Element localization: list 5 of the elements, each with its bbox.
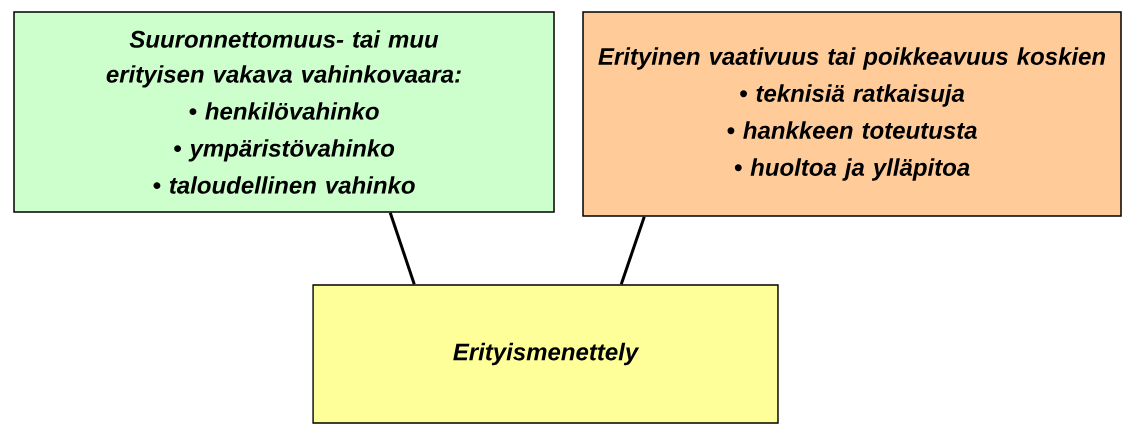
info-box: Suuronnettomuus- tai muu erityisen vakava vahinkovaara: • henkilövahinko • ympäristövahinko • taloudellinen vahinko — [13, 11, 555, 213]
connector-line — [619, 216, 646, 285]
result-box: Erityismenettely — [312, 284, 779, 424]
connector-line — [388, 212, 416, 285]
info-box: Erityinen vaativuus tai poikkeavuus koskien • teknisiä ratkaisuja • hankkeen toteutusta • huoltoa ja ylläpitoa — [582, 11, 1122, 217]
